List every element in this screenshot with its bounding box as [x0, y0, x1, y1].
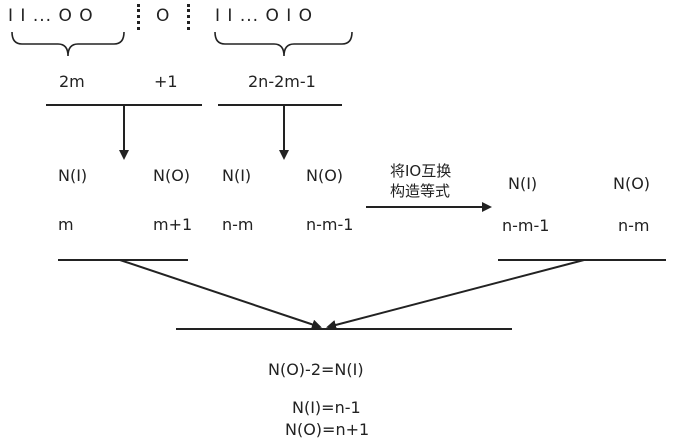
group-a-value-i: m: [58, 215, 74, 234]
sequence-right: I I ... O I O: [215, 6, 314, 26]
sequence-separator-left: [137, 4, 140, 30]
brace-right: [214, 31, 353, 57]
arrow-converge-left: [119, 259, 322, 330]
group-b-value-i: n-m: [222, 215, 254, 234]
brace-label-left: 2m: [59, 72, 85, 91]
group-c-value-i: n-m-1: [502, 216, 550, 235]
brace-label-middle: +1: [154, 72, 178, 91]
group-c-header-i: N(I): [508, 174, 538, 193]
result-no: N(O)=n+1: [285, 420, 370, 439]
group-c-header-o: N(O): [613, 174, 651, 193]
group-a-header-o: N(O): [153, 166, 191, 185]
sequence-separator-right: [187, 4, 190, 30]
group-a-header-i: N(I): [58, 166, 88, 185]
swap-label-line1: 将IO互换: [390, 162, 452, 180]
result-equation: N(O)-2=N(I): [268, 360, 364, 379]
group-b-value-o: n-m-1: [306, 215, 354, 234]
group-a-value-o: m+1: [153, 215, 193, 234]
swap-label-line2: 构造等式: [390, 182, 451, 200]
arrow-converge-right: [326, 259, 585, 330]
brace-left: [11, 31, 125, 57]
group-b-header-o: N(O): [306, 166, 344, 185]
sequence-left: I I ... O O: [8, 6, 94, 26]
group-b-header-i: N(I): [222, 166, 252, 185]
group-c-value-o: n-m: [618, 216, 650, 235]
result-ni: N(I)=n-1: [292, 398, 361, 417]
brace-label-right: 2n-2m-1: [248, 72, 316, 91]
sequence-middle: O: [156, 6, 171, 26]
